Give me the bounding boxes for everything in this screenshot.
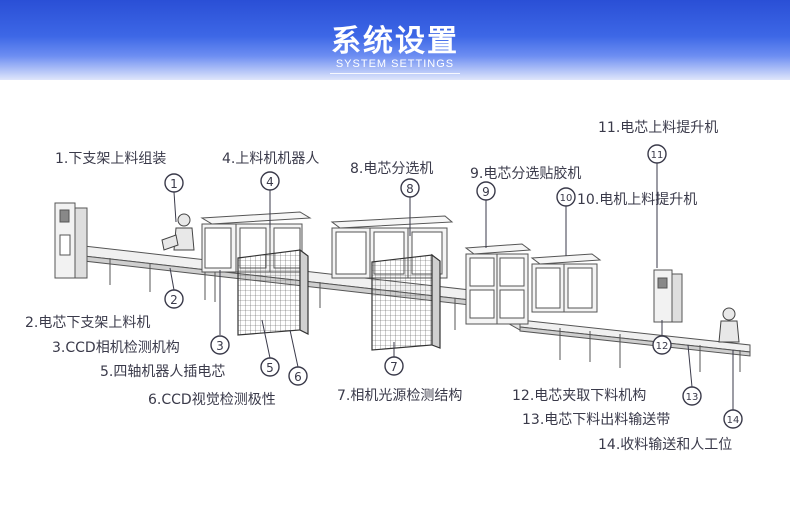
label-2: 2.电芯下支架上料机 xyxy=(25,315,151,331)
label-8: 8.电芯分选机 xyxy=(350,161,434,177)
marker-8: 8 xyxy=(400,178,420,198)
left-loader-tower xyxy=(54,202,88,279)
marker-9: 9 xyxy=(476,181,496,201)
conveyor-legs xyxy=(109,258,741,372)
marker-6: 6 xyxy=(288,366,308,386)
label-10: 10.电机上料提升机 xyxy=(577,192,698,208)
marker-3-number: 3 xyxy=(216,339,224,353)
marker-10-number: 10 xyxy=(560,193,573,204)
marker-2: 2 xyxy=(164,289,184,309)
marker-5: 5 xyxy=(260,357,280,377)
marker-2-number: 2 xyxy=(170,293,178,307)
label-14: 14.收料输送和人工位 xyxy=(598,437,733,453)
header-banner: 系统设置 SYSTEM SETTINGS xyxy=(0,0,790,80)
robot-mesh-enclosure xyxy=(237,248,309,336)
marker-6-number: 6 xyxy=(294,370,302,384)
marker-10: 10 xyxy=(556,187,576,207)
subtitle-divider xyxy=(330,73,460,74)
label-13: 13.电芯下料出料输送带 xyxy=(522,412,671,428)
marker-4-number: 4 xyxy=(266,175,274,189)
label-7: 7.相机光源检测结构 xyxy=(337,388,463,404)
label-6: 6.CCD视觉检测极性 xyxy=(148,392,276,408)
station-glue-machine xyxy=(464,243,532,325)
marker-13: 13 xyxy=(682,386,702,406)
label-1: 1.下支架上料组装 xyxy=(55,151,167,167)
marker-14-number: 14 xyxy=(727,415,740,426)
marker-8-number: 8 xyxy=(406,182,414,196)
marker-5-number: 5 xyxy=(266,361,274,375)
label-5: 5.四轴机器人插电芯 xyxy=(100,364,226,380)
station-cell-lift-tower xyxy=(653,269,683,323)
leader-lines xyxy=(169,163,734,410)
marker-11: 11 xyxy=(647,144,667,164)
marker-4: 4 xyxy=(260,171,280,191)
label-11: 11.电芯上料提升机 xyxy=(598,120,719,136)
marker-7: 7 xyxy=(384,356,404,376)
marker-1: 1 xyxy=(164,173,184,193)
label-4: 4.上料机机器人 xyxy=(222,151,320,167)
label-12: 12.电芯夹取下料机构 xyxy=(512,388,647,404)
operator-figure-right xyxy=(718,307,740,343)
label-9: 9.电芯分选贴胶机 xyxy=(470,166,582,182)
marker-1-number: 1 xyxy=(170,177,178,191)
camera-mesh-enclosure xyxy=(371,253,441,351)
page-title: 系统设置 xyxy=(331,24,459,59)
marker-12-number: 12 xyxy=(656,341,669,352)
marker-14: 14 xyxy=(723,409,743,429)
marker-9-number: 9 xyxy=(482,185,490,199)
marker-3: 3 xyxy=(210,335,230,355)
marker-12: 12 xyxy=(652,335,672,355)
marker-7-number: 7 xyxy=(390,360,398,374)
page-subtitle: SYSTEM SETTINGS xyxy=(335,58,455,70)
operator-figure-left xyxy=(161,213,195,251)
station-motor-lift xyxy=(530,253,602,313)
marker-11-number: 11 xyxy=(651,150,664,161)
marker-13-number: 13 xyxy=(686,392,699,403)
label-3: 3.CCD相机检测机构 xyxy=(52,340,180,356)
